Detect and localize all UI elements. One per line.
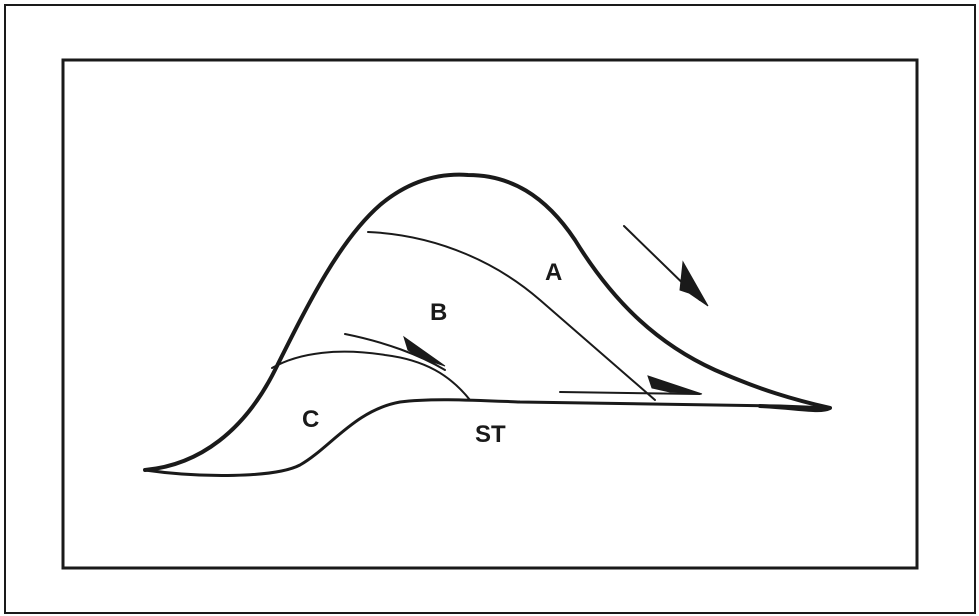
arrow-base-shaft (559, 391, 701, 395)
arrow-b-shaft (344, 333, 446, 371)
arrow-b-head (403, 335, 446, 367)
boundary-b-c (271, 350, 471, 401)
arrow-a-head (679, 260, 709, 307)
label-st: ST (475, 421, 506, 448)
arrow-base-head (647, 375, 703, 395)
basal-surface-line (143, 398, 832, 477)
label-a: A (545, 259, 562, 286)
page-border (4, 4, 976, 614)
mound-outline (143, 172, 832, 472)
diagram-frame (61, 58, 919, 570)
label-b: B (430, 299, 447, 326)
label-c: C (302, 406, 319, 433)
boundary-a-b (367, 231, 656, 401)
